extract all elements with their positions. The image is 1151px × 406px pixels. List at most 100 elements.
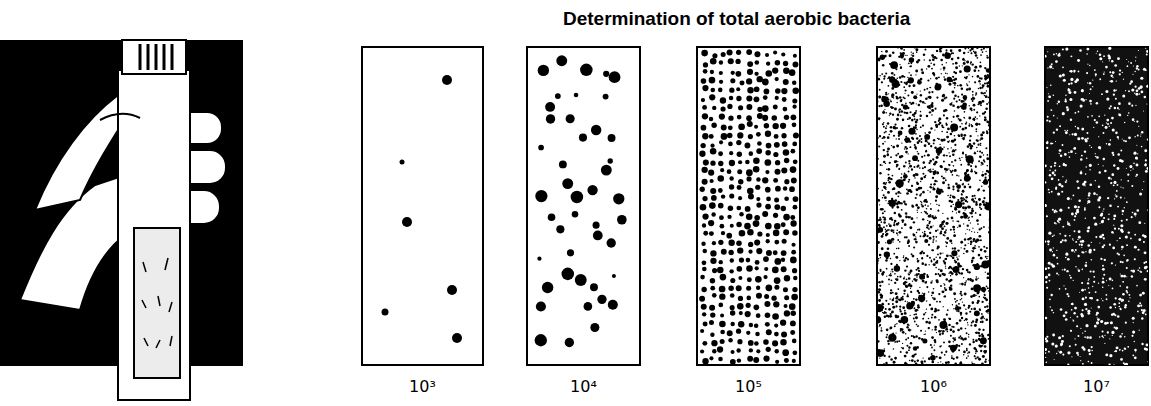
colony-dot <box>961 88 963 90</box>
colony-dot <box>719 140 723 144</box>
colony-dot <box>940 47 942 49</box>
colony-dot <box>790 310 795 315</box>
colony-dot <box>958 345 960 347</box>
colony-dot <box>765 170 769 174</box>
colony-dot <box>931 91 933 93</box>
colony-dot <box>922 72 924 74</box>
colony-dot <box>940 165 943 168</box>
colony-dot <box>956 257 957 258</box>
colony-dot <box>975 94 977 96</box>
colony-dot <box>896 223 899 226</box>
colony-dot <box>924 264 926 266</box>
colony-dot <box>897 195 899 197</box>
colony-dot <box>888 223 890 225</box>
colony-dot <box>931 261 933 263</box>
colony-dot <box>746 213 753 220</box>
colony-dot <box>718 161 723 166</box>
colony-dot <box>931 68 933 70</box>
colony-dot <box>763 275 767 279</box>
colony-dot <box>781 331 787 337</box>
colony-dot <box>556 55 567 66</box>
colony-dot <box>987 256 988 257</box>
colony-dot <box>973 240 975 242</box>
colony-dot <box>922 293 923 294</box>
colony-dot <box>755 332 759 336</box>
colony-dot <box>928 106 931 109</box>
colony-dot <box>762 79 769 86</box>
colony-dot <box>887 229 889 231</box>
colony-dot <box>904 362 907 365</box>
colony-dot <box>781 222 786 227</box>
colony-dot <box>965 318 968 321</box>
colony-dot <box>781 258 785 262</box>
colony-dot <box>931 295 933 297</box>
colony-dot <box>888 177 891 180</box>
colony-dot <box>970 147 971 148</box>
colony-dot <box>911 63 912 64</box>
colony-dot <box>892 292 894 294</box>
colony-dot <box>962 301 963 302</box>
colony-dot <box>780 339 787 346</box>
colony-dot <box>879 217 881 219</box>
colony-dot <box>908 181 910 183</box>
colony-dot <box>989 170 990 173</box>
colony-dot <box>908 239 910 241</box>
colony-dot <box>905 103 907 105</box>
colony-dot <box>738 160 742 164</box>
colony-dot <box>889 112 891 114</box>
colony-dot <box>900 310 902 312</box>
colony-dot <box>579 134 587 142</box>
colony-dot <box>968 52 969 53</box>
colony-dot <box>924 231 926 233</box>
colony-dot <box>925 98 928 101</box>
colony-dot <box>980 62 982 64</box>
colony-dot <box>756 132 761 137</box>
colony-dot <box>943 147 944 148</box>
colony-dot <box>935 273 937 275</box>
colony-dot <box>923 318 924 319</box>
colony-dot <box>925 312 927 314</box>
colony-dot <box>943 234 945 236</box>
colony-dot <box>917 153 919 155</box>
colony-dot <box>980 137 983 140</box>
colony-dot <box>931 347 933 349</box>
colony-dot <box>762 211 768 217</box>
colony-dot <box>943 220 945 222</box>
colony-dot <box>936 332 937 333</box>
colony-dot <box>949 155 951 157</box>
colony-dot <box>901 75 904 78</box>
colony-dot <box>784 179 789 184</box>
colony-dot <box>918 229 920 231</box>
colony-dot <box>930 62 932 64</box>
colony-dot <box>735 59 740 64</box>
colony-dot <box>963 52 966 55</box>
colony-dot <box>917 360 919 362</box>
colony-dot <box>885 234 888 237</box>
colony-dot <box>934 121 936 123</box>
colony-dot <box>950 284 952 286</box>
colony-dot <box>914 118 916 120</box>
colony-dot <box>952 104 955 107</box>
colony-dot <box>935 124 938 127</box>
colony-dot <box>783 67 790 74</box>
colony-dot <box>720 106 725 111</box>
colony-dot <box>978 198 981 201</box>
colony-dot <box>907 295 909 297</box>
colony-dot <box>971 301 974 304</box>
colony-dot <box>946 222 948 224</box>
colony-dot <box>878 258 880 260</box>
colony-dot <box>929 169 931 171</box>
colony-dot <box>956 174 958 176</box>
colony-dot <box>880 208 883 211</box>
colony-dot <box>731 71 735 75</box>
colony-dot <box>908 179 910 181</box>
colony-dot <box>721 133 728 140</box>
colony-dot <box>893 224 895 226</box>
colony-dot <box>943 110 946 113</box>
colony-dot <box>790 149 795 154</box>
colony-group <box>877 47 990 365</box>
colony-dot <box>956 322 959 325</box>
colony-dot <box>954 169 957 172</box>
colony-dot <box>792 350 797 355</box>
colony-dot <box>721 194 725 198</box>
